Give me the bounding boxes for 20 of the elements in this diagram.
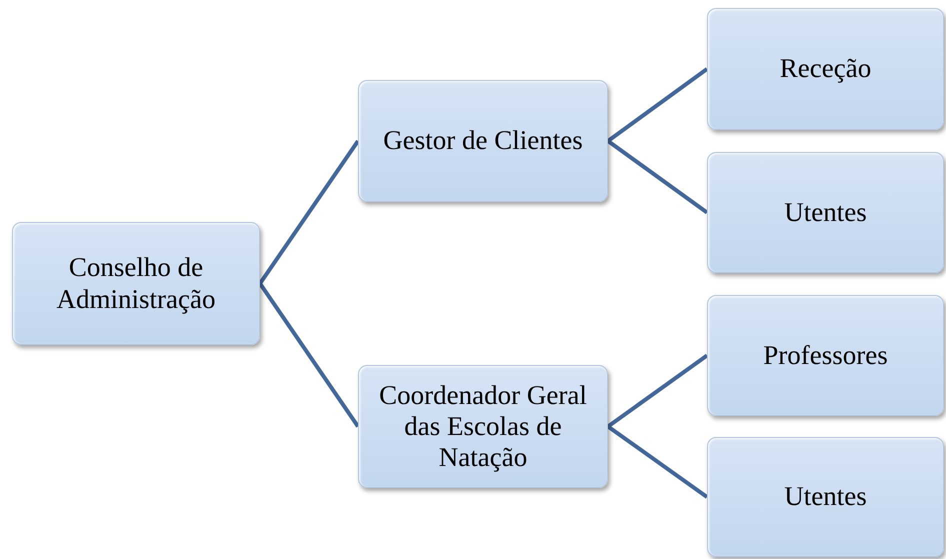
box-label: Receção [780,53,872,85]
org-box [707,295,944,416]
connector-line [606,67,708,143]
connector-line [258,140,360,285]
box-label: Utentes [784,481,867,513]
connector-line [606,139,708,214]
box-label: Coordenador Geral das Escolas de Natação [378,380,588,474]
org-box [707,152,944,273]
box-label: Professores [763,340,888,372]
org-box [12,222,260,345]
org-box [707,8,944,130]
org-box [707,437,944,557]
box-label: Gestor de Clientes [383,125,583,157]
connector-line [606,424,708,499]
org-box [358,80,608,202]
box-label: Conselho de Administração [56,252,216,315]
connector-line [606,354,708,428]
connector-line [258,282,360,428]
org-box [358,365,608,488]
box-label: Utentes [784,196,867,228]
